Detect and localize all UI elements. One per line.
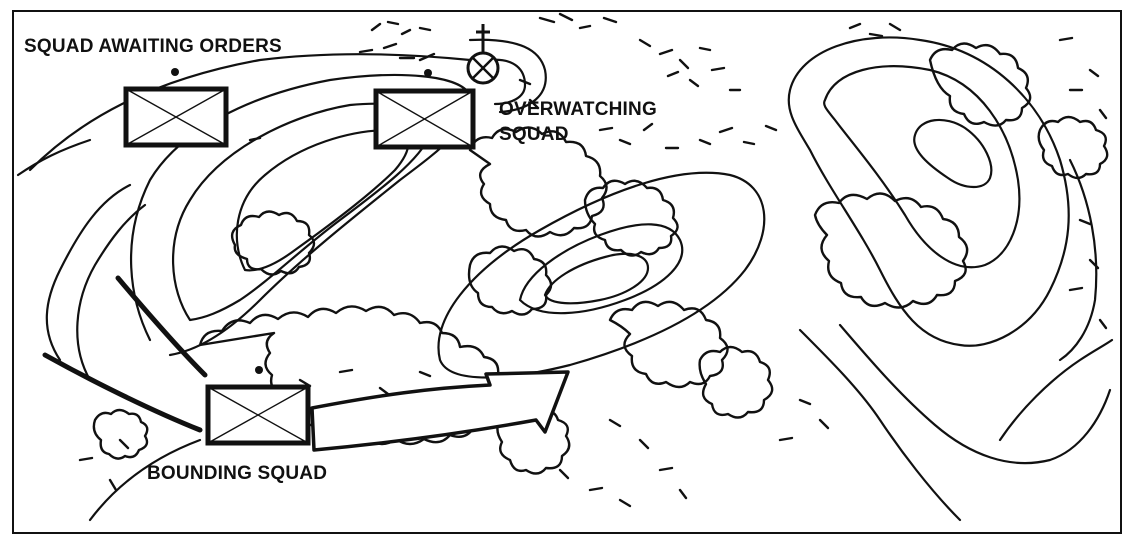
contour-right-lower-3	[998, 338, 1114, 442]
contour-right-inner	[913, 118, 993, 189]
woods-bottom-left-small	[92, 408, 149, 460]
contour-bottom-left	[88, 438, 202, 522]
contour-left-ridge-3	[235, 128, 410, 272]
woods-right-lower	[698, 345, 774, 419]
contour-far-left	[45, 183, 132, 362]
woods-right-center	[608, 300, 729, 389]
squad-size-dot	[424, 69, 432, 77]
squad-size-dot	[171, 68, 179, 76]
contour-center-mid	[518, 223, 684, 315]
squad-size-dot	[255, 366, 263, 374]
contour-top-strip	[468, 38, 547, 114]
contour-lines	[16, 36, 1114, 522]
contour-left-outer	[28, 53, 472, 172]
terrain-hachures	[78, 12, 1108, 508]
unit-bounding	[205, 366, 311, 446]
phase-line-lower	[42, 352, 203, 433]
label-squad-awaiting-orders: SQUAD AWAITING ORDERS	[24, 36, 282, 57]
woods-center-left	[467, 245, 553, 316]
unit-overwatch	[373, 69, 476, 150]
contour-top-strip-2	[488, 58, 527, 106]
observation-post	[466, 24, 500, 85]
contour-right-edge	[1058, 158, 1098, 362]
woods-far-right	[1037, 115, 1109, 180]
contour-right-lower-2	[838, 323, 1112, 465]
contour-center-outer	[437, 171, 766, 379]
bounding-movement-arrow	[310, 370, 570, 452]
label-squad: SQUAD	[499, 124, 569, 145]
woods-right-top	[928, 42, 1032, 127]
contour-right-outer	[787, 36, 1070, 347]
contour-center-inner	[543, 252, 650, 305]
contour-far-left-2	[76, 203, 147, 382]
woods-right-hill	[813, 192, 969, 309]
phase-line-upper	[115, 275, 208, 378]
contour-right-lower-1	[798, 328, 962, 522]
contour-left-valley	[16, 138, 92, 177]
unit-awaiting	[123, 68, 229, 148]
woods-center-top-right	[583, 179, 679, 257]
woods-upper-center	[468, 126, 608, 238]
woods-left-ridge	[230, 210, 316, 276]
label-overwatching: OVERWATCHING	[499, 99, 657, 120]
label-bounding-squad: BOUNDING SQUAD	[147, 463, 328, 484]
contour-right-mid	[823, 65, 1021, 269]
